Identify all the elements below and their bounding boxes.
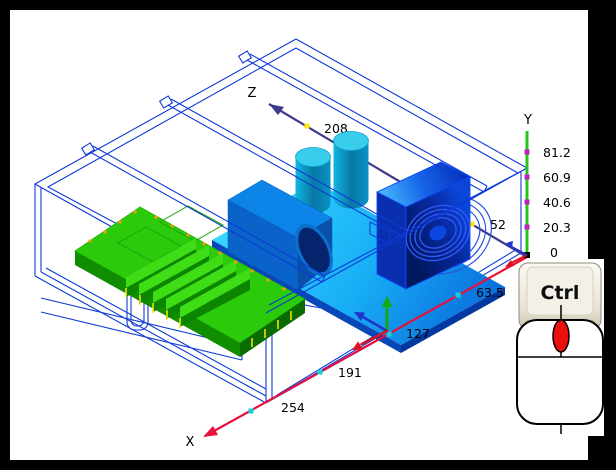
y-tick-markers xyxy=(524,149,530,230)
triad-x-arrow xyxy=(352,341,363,350)
y-ruler: Y 0 20.3 40.6 60.9 81.2 xyxy=(505,113,571,267)
green-pcb xyxy=(74,205,306,357)
fan-rings xyxy=(406,204,470,262)
y-tick-label-20-3: 20.3 xyxy=(543,220,571,235)
y-axis-label: Y xyxy=(523,113,532,128)
x-tick-label-191: 191 xyxy=(338,365,362,380)
mouse-wheel-highlight xyxy=(552,319,570,353)
x-tick-markers xyxy=(248,292,461,414)
z-axis-label: Z xyxy=(248,86,257,101)
ctrl-key-label: Ctrl xyxy=(541,282,580,304)
x-axis-label: X xyxy=(186,435,195,450)
z-tick-label-208: 208 xyxy=(324,121,348,136)
pcb-pins xyxy=(125,288,292,347)
x-tick-label-254: 254 xyxy=(281,400,305,415)
transformer-component xyxy=(227,179,333,291)
capacitor-cylinder-left xyxy=(295,147,331,214)
lid-wireframe-overlay xyxy=(80,50,528,314)
pcb-heatsink-fins xyxy=(126,238,250,327)
mouse-hint xyxy=(516,305,604,434)
ctrl-key-hint: Ctrl xyxy=(518,262,602,332)
rib-mount-tabs xyxy=(80,50,253,156)
x-ruler: X 63.5 127 191 254 xyxy=(186,256,528,450)
triad-z-arrow xyxy=(354,312,365,321)
z-axis-arrowhead xyxy=(269,104,284,115)
y-tick-label-60-9: 60.9 xyxy=(543,170,571,185)
origin-mini-z-axis xyxy=(509,245,528,256)
triad-y-arrow xyxy=(381,296,393,307)
x-tick-label-63-5: 63.5 xyxy=(476,285,504,300)
x-tick-label-127: 127 xyxy=(406,326,430,341)
capacitor-cylinder-right xyxy=(333,131,369,209)
origin-triad xyxy=(352,296,393,350)
y-tick-label-0: 0 xyxy=(550,245,558,260)
y-tick-label-81-2: 81.2 xyxy=(543,145,571,160)
z-tick-label-52: 52 xyxy=(490,217,506,232)
pcb-pads xyxy=(88,210,286,291)
y-tick-label-40-6: 40.6 xyxy=(543,195,571,210)
x-axis-arrowhead xyxy=(203,426,218,437)
